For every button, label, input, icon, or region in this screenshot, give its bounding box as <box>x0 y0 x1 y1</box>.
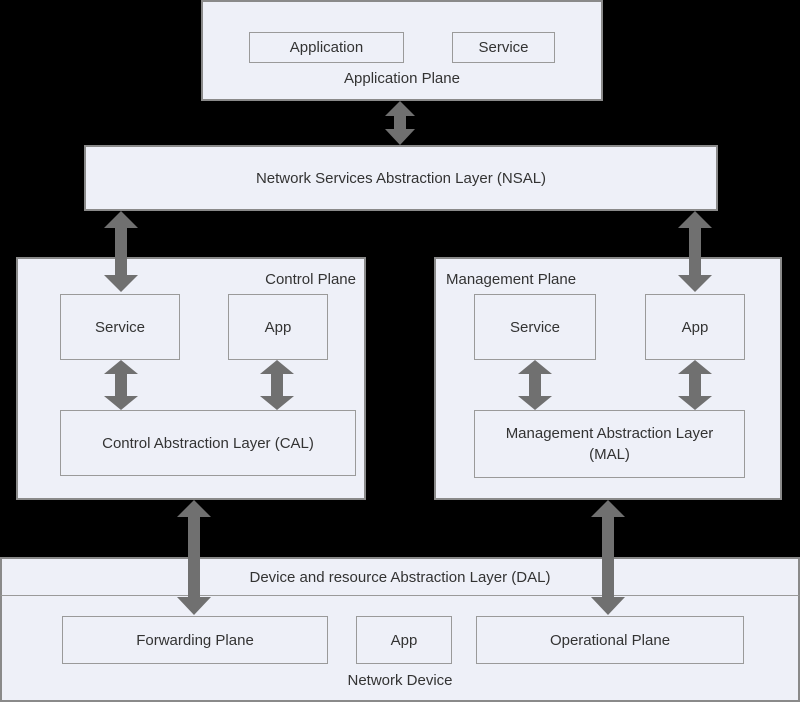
dal-label: Device and resource Abstraction Layer (D… <box>249 568 551 586</box>
cal-label: Control Abstraction Layer (CAL) <box>102 434 314 452</box>
network-device-title: Network Device <box>347 672 453 689</box>
arrow-control-app-cal <box>260 360 294 410</box>
operational-plane-label: Operational Plane <box>549 631 671 649</box>
management-app-box: App <box>645 294 745 360</box>
control-plane-title: Control Plane <box>265 271 356 288</box>
application-label: Application <box>289 39 364 56</box>
arrow-nsal-control-service <box>104 211 138 292</box>
cal-box: Control Abstraction Layer (CAL) <box>60 410 356 476</box>
forwarding-plane-label: Forwarding Plane <box>136 631 254 649</box>
control-plane: Control Plane Service App Control Abstra… <box>16 257 366 500</box>
application-plane-title: Application Plane <box>344 70 460 87</box>
device-app-box: App <box>356 616 452 664</box>
arrow-management-operational <box>591 500 625 615</box>
management-service-box: Service <box>474 294 596 360</box>
mal-label-line2: (MAL) <box>589 446 630 463</box>
management-app-label: App <box>681 318 709 336</box>
device-app-label: App <box>390 631 418 649</box>
management-plane-title: Management Plane <box>446 271 577 288</box>
app-plane-service-label: Service <box>478 39 529 56</box>
app-plane-service-box: Service <box>452 32 555 63</box>
management-plane: Management Plane Service App Management … <box>434 257 782 500</box>
operational-plane-box: Operational Plane <box>476 616 744 664</box>
control-service-label: Service <box>94 318 146 336</box>
mal-label-line1: Management Abstraction Layer <box>505 425 714 442</box>
nsal-layer: Network Services Abstraction Layer (NSAL… <box>84 145 718 211</box>
mal-box: Management Abstraction Layer (MAL) <box>474 410 745 478</box>
control-app-box: App <box>228 294 328 360</box>
forwarding-plane-box: Forwarding Plane <box>62 616 328 664</box>
arrow-control-service-cal <box>104 360 138 410</box>
arrow-management-app-mal <box>678 360 712 410</box>
application-plane: Application Service Application Plane <box>201 0 603 101</box>
arrow-control-forwarding <box>177 500 211 615</box>
dal-layer: Device and resource Abstraction Layer (D… <box>0 557 800 597</box>
control-service-box: Service <box>60 294 180 360</box>
management-service-label: Service <box>509 318 561 336</box>
network-device: Forwarding Plane App Operational Plane N… <box>0 595 800 702</box>
nsal-label: Network Services Abstraction Layer (NSAL… <box>255 169 547 187</box>
arrow-nsal-management-app <box>678 211 712 292</box>
control-app-label: App <box>264 318 292 336</box>
arrow-management-service-mal <box>518 360 552 410</box>
arrow-app-nsal <box>385 101 415 145</box>
application-box: Application <box>249 32 404 63</box>
